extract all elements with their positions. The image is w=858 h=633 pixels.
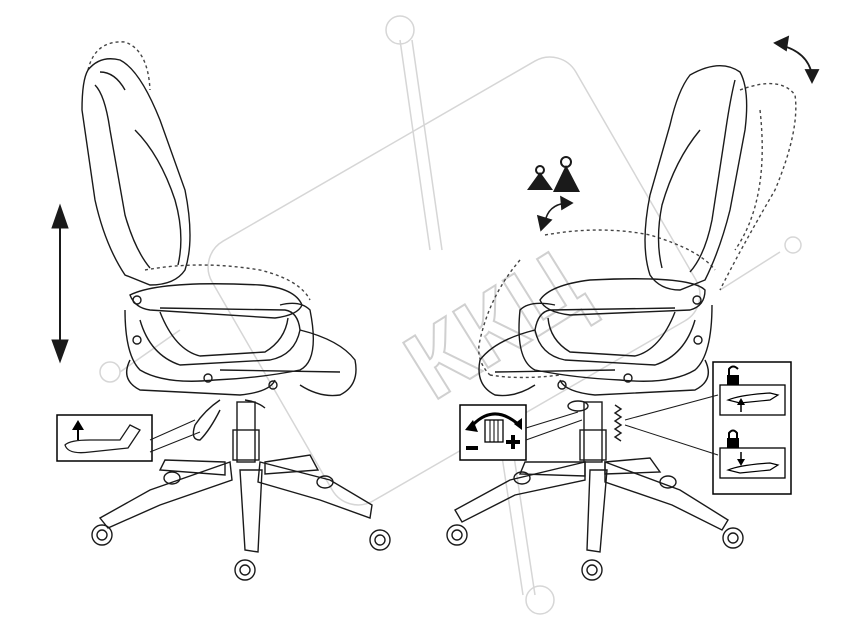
watermark-text: ККЦ [387,230,603,420]
right-armrest [539,278,706,316]
right-base [446,457,744,581]
right-backrest-dashed-outline [719,82,797,291]
up-arrow-icon [737,398,745,405]
left-height-lever [192,399,221,441]
lock-icon [727,429,739,448]
down-arrow-icon [737,459,745,466]
left-gas-lift [236,401,256,463]
plus-icon [506,435,520,449]
left-backrest [81,58,191,286]
minus-icon [466,446,478,450]
left-chair [81,41,391,581]
right-gas-lift [583,401,603,463]
unlock-icon [727,365,739,385]
up-arrow-icon [72,420,84,430]
left-base [91,454,391,581]
left-seat-frame [124,302,315,382]
left-backrest-dashed-outline [87,41,151,91]
left-armrest [129,283,303,319]
recline-curved-arrow-icon [773,35,820,85]
tension-weight-icon [527,156,580,192]
tilt-tension-spring [613,404,623,442]
right-chair [446,65,797,581]
right-seat-frame [518,302,713,382]
lever-lift-inset [56,414,201,462]
tension-knob-inset [459,404,583,461]
tilt-lock-inset [624,361,792,495]
watermark: ККЦ [99,15,802,615]
tilt-curved-arrow-icon [536,195,574,232]
height-double-arrow [51,203,69,364]
right-backrest [644,65,748,291]
